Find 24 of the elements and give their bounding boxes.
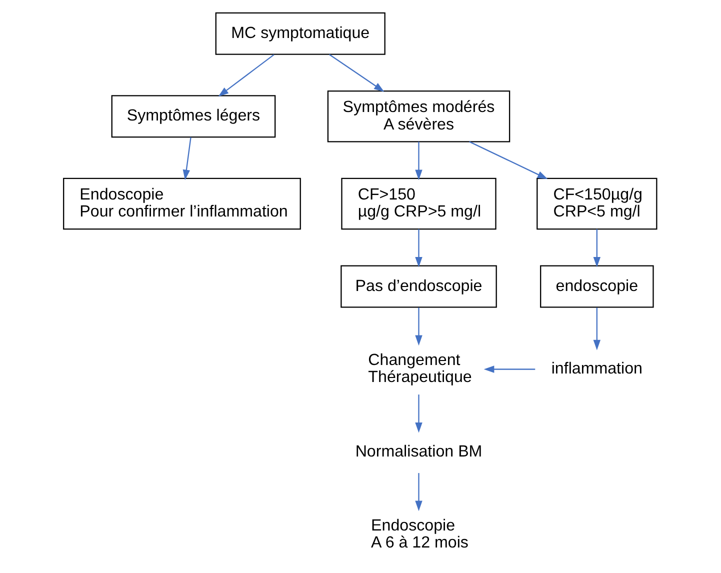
- node-text: Changement Thérapeutique: [368, 350, 472, 386]
- arrow: [218, 54, 274, 97]
- node-box: Symptômes modérés A sévères: [326, 90, 510, 142]
- node-box: Pas d’endoscopie: [340, 265, 496, 308]
- node-box: endoscopie: [540, 265, 654, 308]
- node-text: Endoscopie A 6 à 12 mois: [370, 516, 468, 552]
- node-box: MC symptomatique: [214, 12, 385, 55]
- arrow: [414, 473, 422, 512]
- arrow: [414, 308, 422, 346]
- arrow: [468, 141, 548, 180]
- node-box: Symptômes légers: [110, 95, 276, 138]
- arrow: [414, 394, 422, 433]
- arrow: [328, 54, 384, 92]
- node-box: CF>150 µg/g CRP>5 mg/l: [340, 178, 496, 230]
- node-text: inflammation: [550, 360, 642, 378]
- arrow: [182, 137, 191, 180]
- node-box: Endoscopie Pour confirmer l’inflammation: [62, 178, 300, 230]
- arrow: [414, 142, 422, 180]
- node-text: Normalisation BM: [354, 442, 482, 460]
- arrow: [483, 366, 535, 373]
- arrow: [414, 229, 422, 268]
- node-box: CF<150µg/g CRP<5 mg/l: [536, 178, 657, 230]
- arrow: [592, 229, 600, 268]
- arrow: [592, 308, 600, 350]
